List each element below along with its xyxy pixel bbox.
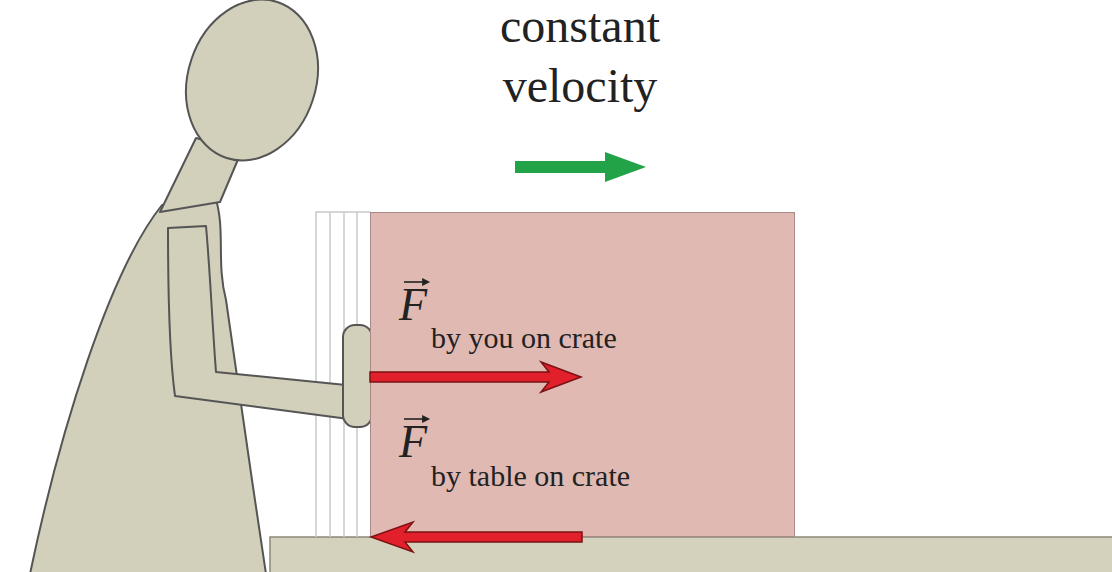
force-subscript: by you on crate <box>431 321 617 356</box>
velocity-arrow <box>515 152 646 182</box>
motion-label: constant velocity <box>470 0 690 116</box>
vector-symbol: F <box>399 279 427 332</box>
force-arrow <box>370 362 581 392</box>
person <box>30 0 372 572</box>
force-subscript: by table on crate <box>431 459 630 494</box>
vector-symbol: F <box>399 416 427 469</box>
force-arrow <box>371 522 582 552</box>
crate: Fby you on crateFby table on crate <box>370 212 795 537</box>
